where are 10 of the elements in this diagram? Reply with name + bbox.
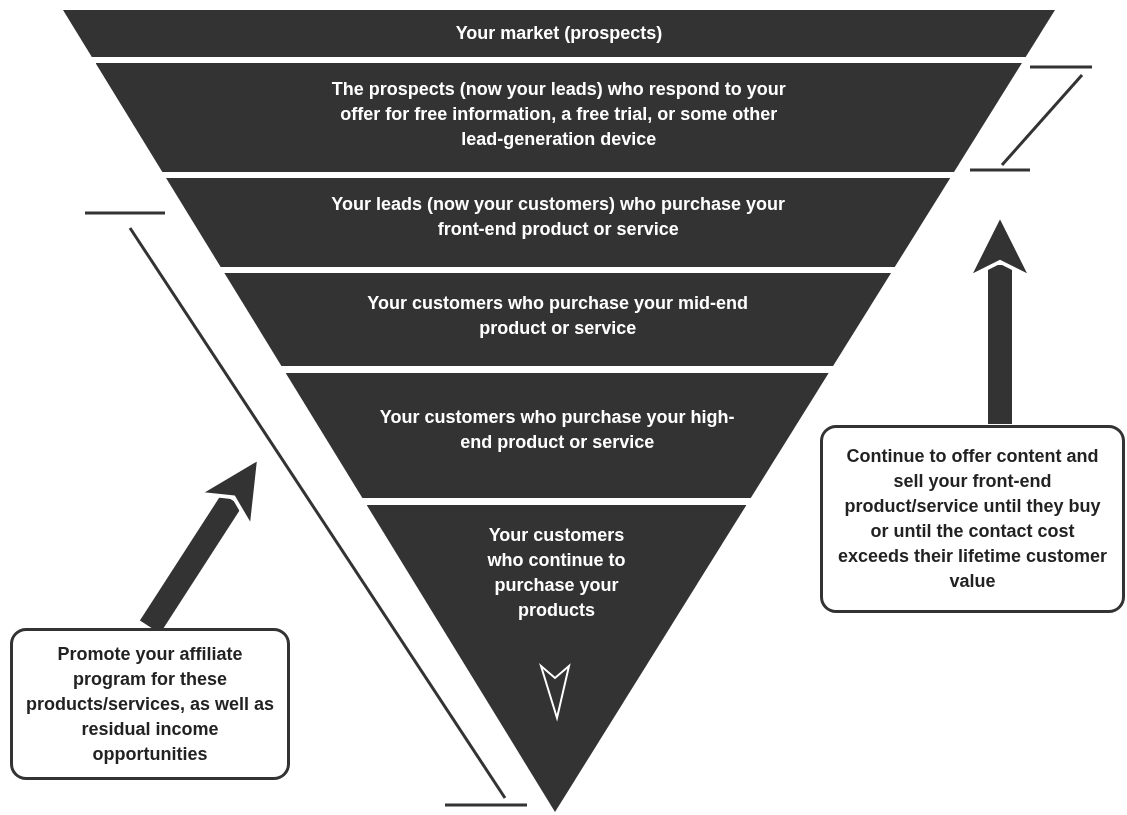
band-label: Your customers who purchase your high-end product or service bbox=[379, 406, 735, 454]
note-box bbox=[10, 628, 290, 780]
note-text: Continue to offer content and sell your front-end product/service until they buy or until the contact cost exceeds their lifetime customer value bbox=[836, 445, 1109, 593]
band-label: Your customers who purchase your mid-end product or service bbox=[366, 292, 750, 340]
note-box bbox=[820, 425, 1125, 613]
band-label: Your customers who continue to purchase your products bbox=[486, 524, 627, 622]
band-label: Your leads (now your customers) who purchase your front-end product or service bbox=[330, 193, 787, 241]
band-label: The prospects (now your leads) who respond to your offer for free information, a free trial, or some other lead-generation device bbox=[330, 78, 787, 151]
note-text: Promote your affiliate program for these products/services, as well as residual income opportunities bbox=[25, 642, 275, 766]
band-label: Your market (prospects) bbox=[454, 22, 664, 45]
